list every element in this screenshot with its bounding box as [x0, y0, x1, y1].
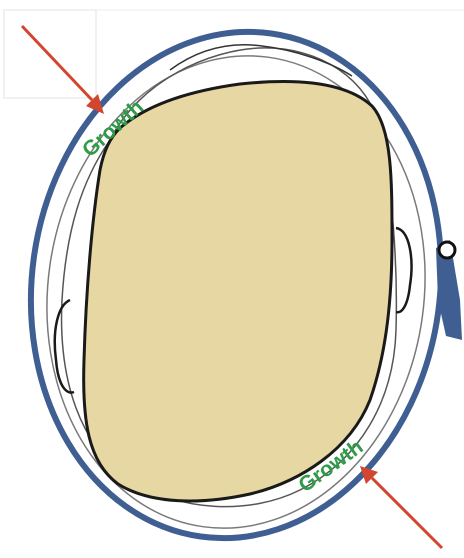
right-ear	[396, 228, 411, 312]
arrow-bottom-shaft	[372, 478, 442, 548]
left-ear	[55, 300, 74, 393]
head-shape	[84, 82, 392, 501]
strap-buckle-icon	[439, 242, 455, 258]
